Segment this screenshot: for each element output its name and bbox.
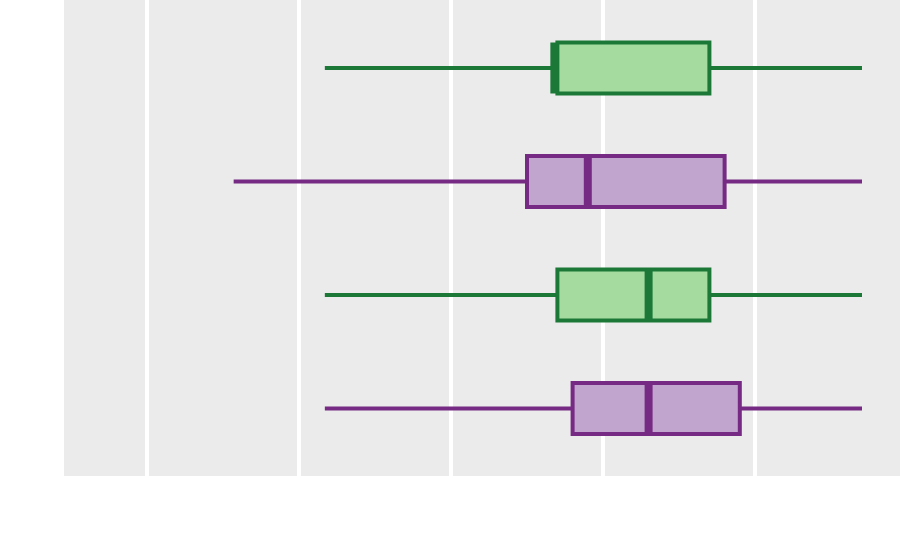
- plot-panel: [64, 0, 900, 476]
- box-4: [324, 381, 862, 436]
- box-3: [324, 267, 862, 323]
- box-iqr-3: [555, 267, 712, 323]
- box-2: [233, 154, 862, 209]
- box-iqr-2: [525, 154, 727, 209]
- box-iqr-1: [555, 40, 712, 96]
- box-iqr-4: [570, 381, 742, 436]
- box-1: [324, 40, 862, 96]
- box-series: [233, 40, 862, 436]
